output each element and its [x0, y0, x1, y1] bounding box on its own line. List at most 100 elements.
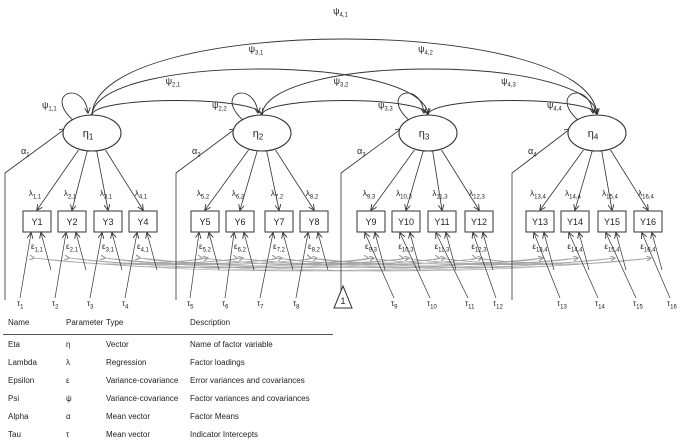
- factor-ellipse: [398, 114, 458, 152]
- indicator-box: [464, 210, 494, 233]
- error-path: [410, 233, 421, 271]
- legend-cell-type: Regression: [106, 358, 147, 367]
- loading-path: [441, 149, 480, 210]
- loading-label: λ6,2: [232, 189, 245, 201]
- indicator-box: [299, 210, 329, 233]
- error-label: ε14,4: [567, 242, 583, 254]
- legend-header-type: Type: [106, 318, 124, 327]
- error-path: [579, 233, 590, 271]
- intercept-path: [642, 233, 671, 299]
- legend-cell-name: Alpha: [8, 412, 29, 421]
- factor-covariance-arc: [428, 100, 597, 115]
- error-path: [446, 233, 457, 271]
- legend-cell-type: Variance-covariance: [106, 376, 179, 385]
- error-label: ε13,4: [532, 242, 548, 254]
- factor-label: η3: [419, 128, 430, 142]
- legend-cell-description: Factor Means: [190, 412, 239, 421]
- alpha-path: [4, 129, 65, 300]
- path-arrows: [4, 38, 671, 300]
- error-path: [76, 233, 87, 271]
- loading-label: λ12,3: [469, 189, 485, 201]
- intercept-path: [400, 233, 431, 299]
- indicator-label: Y16: [640, 217, 656, 227]
- error-path: [244, 233, 255, 271]
- intercept-path: [365, 233, 395, 299]
- factor-ellipse: [567, 114, 627, 152]
- intercept-label: τ3: [87, 299, 94, 311]
- error-label: ε5,2: [199, 242, 212, 254]
- loading-path: [610, 149, 649, 210]
- intercept-label: τ15: [633, 299, 644, 311]
- intercept-path: [473, 233, 497, 299]
- factor-covariance-label: ψ4,3: [501, 76, 516, 89]
- alpha-label: α1: [21, 146, 30, 159]
- legend-cell-type: Mean vector: [106, 412, 151, 421]
- alpha-path: [340, 129, 401, 300]
- error-label: ε2,1: [66, 242, 79, 254]
- error-path: [283, 233, 294, 271]
- legend-cell-parameter: λ: [66, 358, 70, 367]
- intercept-label: τ11: [465, 299, 475, 311]
- legend-row: Tau τ Mean vector Indicator Intercepts: [0, 430, 685, 446]
- error-label: ε8,2: [308, 242, 321, 254]
- intercept-path: [606, 233, 637, 299]
- intercept-label: τ16: [667, 299, 678, 311]
- alpha-label: α4: [528, 146, 537, 159]
- indicator-box: [264, 210, 294, 233]
- factor-covariance-arc: [262, 100, 428, 115]
- indicator-label: Y15: [604, 217, 620, 227]
- loading-path: [205, 149, 249, 210]
- indicator-box: [128, 210, 158, 233]
- factor-label: η1: [83, 128, 94, 142]
- legend-row: Eta η Vector Name of factor variable: [0, 340, 685, 356]
- factor-covariance-arc: [92, 100, 262, 115]
- error-label: ε4,1: [137, 242, 150, 254]
- legend-cell-type: Variance-covariance: [106, 394, 179, 403]
- legend-cell-description: Error variances and covariances: [190, 376, 305, 385]
- factor-ellipse: [232, 114, 292, 152]
- loading-path: [266, 149, 280, 210]
- indicator-box: [391, 210, 421, 233]
- intercept-path: [436, 233, 469, 299]
- loading-label: λ3,1: [100, 189, 113, 201]
- error-path: [544, 233, 555, 271]
- loading-label: λ14,4: [565, 189, 581, 201]
- intercept-path: [189, 233, 199, 299]
- error-label: ε7,2: [273, 242, 286, 254]
- legend-cell-parameter: ψ: [66, 394, 72, 403]
- alpha-label: α2: [192, 146, 201, 159]
- indicator-label: Y4: [137, 217, 148, 227]
- indicator-box: [190, 210, 220, 233]
- loading-path: [601, 149, 613, 210]
- indicator-label: Y1: [31, 217, 42, 227]
- loading-label: λ1,1: [29, 189, 42, 201]
- intercept-path: [534, 233, 561, 299]
- error-label: ε16,4: [640, 242, 656, 254]
- loading-label: λ4,1: [135, 189, 148, 201]
- factor-label: η4: [588, 128, 599, 142]
- intercept-path: [224, 233, 234, 299]
- indicator-box: [633, 210, 663, 233]
- intercept-label: τ5: [187, 299, 194, 311]
- legend-cell-name: Lambda: [8, 358, 37, 367]
- intercept-label: τ8: [293, 299, 300, 311]
- error-path: [318, 233, 329, 271]
- intercept-path: [259, 233, 273, 299]
- loading-path: [72, 149, 88, 210]
- loading-label: λ2,1: [64, 189, 77, 201]
- loading-path: [540, 149, 584, 210]
- legend-header-parameter: Parameter: [66, 318, 104, 327]
- alpha-path: [175, 129, 235, 300]
- factor-variance-loop: [61, 92, 88, 121]
- indicator-box: [356, 210, 386, 233]
- error-path: [652, 233, 663, 271]
- indicator-label: Y5: [199, 217, 210, 227]
- factor-covariance-label: ψ3,2: [334, 76, 349, 89]
- legend-cell-description: Name of factor variable: [190, 340, 273, 349]
- intercept-label: τ6: [222, 299, 229, 311]
- legend-cell-type: Vector: [106, 340, 129, 349]
- indicator-label: Y8: [308, 217, 319, 227]
- legend-header-row: Name Parameter Type Description: [0, 318, 685, 334]
- constant-label: 1: [340, 296, 345, 306]
- indicator-label: Y7: [273, 217, 284, 227]
